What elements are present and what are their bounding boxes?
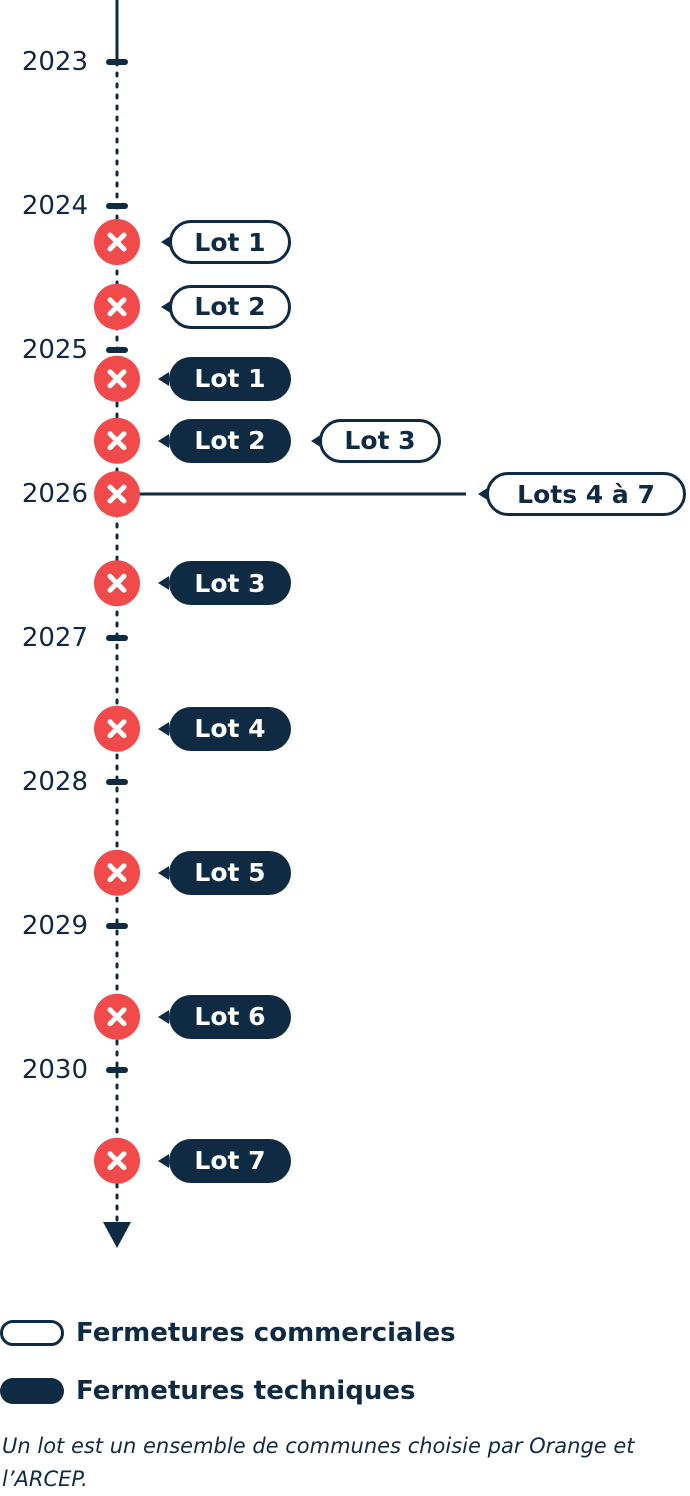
lot-label: Lot 3 [344,426,416,456]
technical-closure-badge: Lot 6 [158,994,291,1039]
badge-pointer [158,371,169,386]
lot-label: Lots 4 à 7 [517,479,655,509]
lot-label: Lot 1 [194,227,266,257]
commercial-closure-badge: Lots 4 à 7 [478,472,686,516]
badge-pointer [158,721,169,736]
legend-label-commercial: Fermetures commerciales [76,1318,456,1348]
badge-pointer [158,1009,169,1024]
lot-label: Lot 5 [194,858,266,888]
badge-pointer [158,865,169,880]
footnote: Un lot est un ensemble de communes chois… [2,1434,635,1491]
badge-pointer [158,576,169,591]
technical-closure-badge: Lot 2 [158,418,291,463]
close-x-icon [107,369,127,389]
year-label: 2029 [21,911,88,941]
badge-pointer [161,235,172,249]
technical-closure-badge: Lot 4 [158,706,291,751]
year-label: 2026 [21,479,88,509]
technical-closure-badge: Lot 5 [158,850,291,895]
badge-pointer [311,433,322,448]
technical-closure-badge: Lot 1 [158,356,291,401]
close-x-icon [107,1007,127,1027]
legend-swatch-technical [0,1378,64,1404]
year-label: 2024 [21,191,88,221]
close-x-icon [107,431,127,451]
badge-pointer [158,433,169,448]
timeline-diagram: 2023 2024 2025 2026 2027 2028 2029 2030 Lot 1 Lot… [21,0,686,1248]
year-label: 2027 [21,623,88,653]
year-label: 2028 [21,767,88,797]
timeline-arrow [103,1222,131,1248]
lot-label: Lot 2 [194,426,266,456]
timeline-svg [94,0,466,1248]
year-label: 2023 [21,47,88,77]
commercial-closure-badge: Lot 1 [161,220,291,264]
commercial-closure-badge: Lot 2 [161,284,291,329]
lot-label: Lot 2 [194,292,266,322]
year-label: 2030 [21,1055,88,1085]
badge-pointer [161,299,172,314]
technical-closure-badge: Lot 3 [158,561,291,606]
year-label: 2025 [21,335,88,365]
lot-label: Lot 7 [194,1146,266,1176]
close-x-icon [107,863,127,883]
close-x-icon [107,232,127,252]
legend-swatch-commercial [0,1320,64,1346]
badge-pointer [158,1153,169,1168]
lot-label: Lot 6 [194,1002,266,1032]
badge-pointer [478,487,489,501]
close-x-icon [107,1151,127,1171]
close-x-icon [107,719,127,739]
lot-label: Lot 3 [194,568,266,598]
legend-commercial: Fermetures commerciales [0,1318,456,1348]
close-x-icon [107,573,127,593]
close-x-icon [107,297,127,317]
legend-technical: Fermetures techniques [0,1376,415,1406]
lot-label: Lot 4 [194,714,266,744]
technical-closure-badge: Lot 7 [158,1138,291,1183]
commercial-closure-badge: Lot 3 [311,418,441,463]
legend-label-technical: Fermetures techniques [76,1376,416,1406]
lot-label: Lot 1 [194,364,266,394]
close-x-icon [107,484,127,504]
